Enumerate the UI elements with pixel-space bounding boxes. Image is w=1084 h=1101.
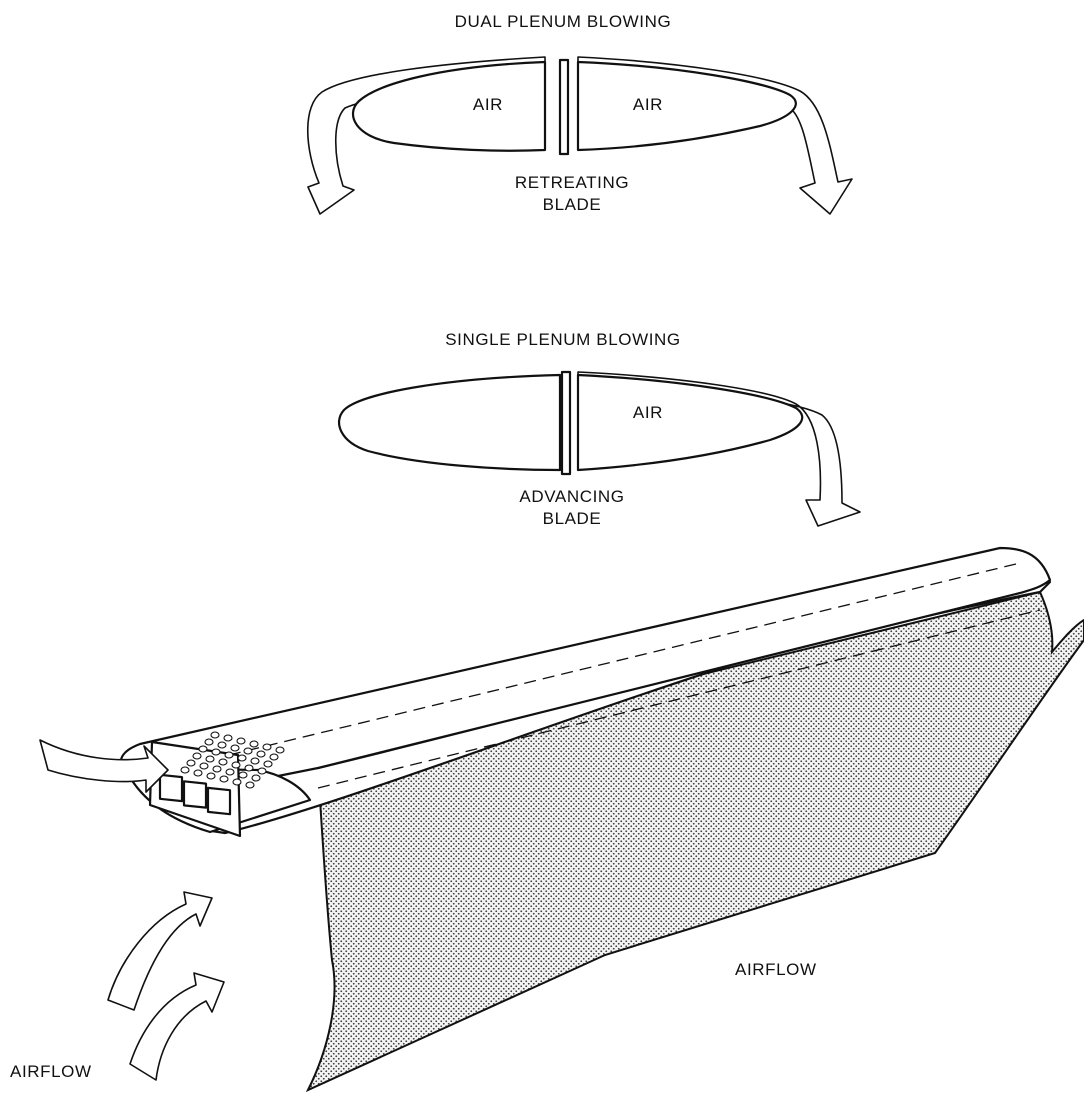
perforation-hole xyxy=(180,766,190,774)
perforation-hole xyxy=(244,764,254,772)
perforation-hole xyxy=(198,745,208,753)
perforation-hole xyxy=(237,754,247,762)
single-airfoil-outline xyxy=(338,373,562,472)
single-caption-line2: BLADE xyxy=(543,509,602,528)
dual-plenum-title: DUAL PLENUM BLOWING xyxy=(455,12,672,31)
dual-caption-line1: RETREATING xyxy=(515,173,629,192)
blade-trailing-dash-line xyxy=(317,609,1041,789)
perforation-hole xyxy=(236,737,246,745)
dual-caption-line2: BLADE xyxy=(543,195,602,214)
single-airfoil-outline-right xyxy=(576,373,804,472)
perforation-hole xyxy=(211,748,221,756)
root-port-right xyxy=(206,786,232,816)
single-plenum-section: SINGLE PLENUM BLOWING AIR ADVANCING BLAD… xyxy=(338,330,861,528)
perforation-hole xyxy=(193,769,203,777)
perforation-hole xyxy=(186,759,196,767)
perforation-hole xyxy=(205,755,215,763)
root-port-center xyxy=(182,780,208,809)
dual-right-air-label: AIR xyxy=(633,95,663,114)
perforation-hole xyxy=(275,746,285,754)
dual-airfoil-outline-right xyxy=(576,60,797,152)
single-spar xyxy=(560,370,572,476)
perforation-hole xyxy=(231,761,241,769)
jet-wake-sheet xyxy=(305,590,1084,1093)
perforation-hole xyxy=(212,765,222,773)
perforation-hole xyxy=(206,772,216,780)
perforation-hole xyxy=(263,760,273,768)
perforation-hole xyxy=(199,762,209,770)
perforation-hole xyxy=(192,752,202,760)
perforation-hole xyxy=(250,757,260,765)
inlet-airflow-arrow-upper xyxy=(39,739,169,793)
perforation-hole xyxy=(217,741,227,749)
perforation-hole xyxy=(249,740,259,748)
perforation-hole xyxy=(257,767,267,775)
perforation-hole xyxy=(224,751,234,759)
perforation-hole xyxy=(225,768,235,776)
perforation-hole xyxy=(251,774,261,782)
perforation-hole xyxy=(245,781,255,789)
perforation-hole xyxy=(219,775,229,783)
blade-perforation-holes xyxy=(180,731,285,789)
single-plenum-title: SINGLE PLENUM BLOWING xyxy=(445,330,681,349)
perforation-hole xyxy=(223,734,233,742)
perforation-hole xyxy=(230,744,240,752)
single-caption-line1: ADVANCING xyxy=(519,487,624,506)
inlet-airflow-label: AIRFLOW xyxy=(10,1062,92,1081)
dual-spar xyxy=(558,58,570,156)
perforation-hole xyxy=(232,778,242,786)
dual-airfoil-outline xyxy=(351,60,547,152)
perforation-hole xyxy=(256,750,266,758)
perforation-hole xyxy=(262,743,272,751)
perforation-hole xyxy=(204,738,214,746)
inlet-airflow-arrow-mid xyxy=(107,891,213,1011)
perforation-hole xyxy=(269,753,279,761)
perforation-hole xyxy=(238,771,248,779)
single-right-air-label: AIR xyxy=(633,403,663,422)
root-port-left xyxy=(158,773,184,803)
dual-left-air-label: AIR xyxy=(473,95,503,114)
inlet-airflow-arrow-lower xyxy=(129,972,225,1081)
perforation-hole xyxy=(210,731,220,739)
rotor-blade-section: AIRFLOW AIRFLOW xyxy=(10,546,1084,1093)
dual-plenum-section: DUAL PLENUM BLOWING AIR AIR RETREATING B… xyxy=(307,12,853,215)
wake-airflow-label: AIRFLOW xyxy=(735,960,817,979)
perforation-hole xyxy=(218,758,228,766)
perforation-hole xyxy=(243,747,253,755)
blade-dashed-spar-line xyxy=(154,562,1021,774)
